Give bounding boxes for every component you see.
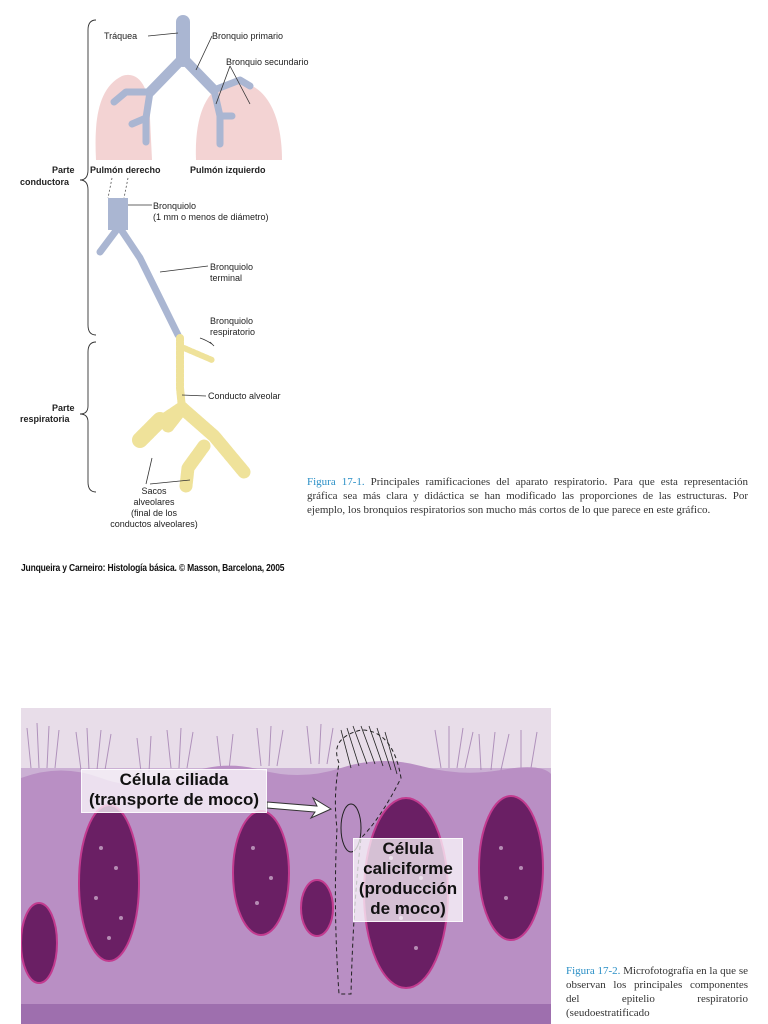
conductora-brace xyxy=(80,20,96,335)
label-caliciforme-line2: caliciforme xyxy=(354,859,462,879)
figure-17-2-number: Figura 17-2. xyxy=(566,965,620,977)
label-conducto-alveolar: Conducto alveolar xyxy=(208,391,281,402)
figure-17-2-caption: Figura 17-2. Microfotografía en la que s… xyxy=(566,964,748,1020)
label-pulmon-izquierdo: Pulmón izquierdo xyxy=(190,165,266,176)
figure-17-1-caption: Figura 17-1. Principales ramificaciones … xyxy=(307,475,748,517)
figure-17-1-number: Figura 17-1. xyxy=(307,476,365,488)
label-bronquiolo-respiratorio-1: Bronquiolo xyxy=(210,316,253,327)
label-parte-conductora-2: conductora xyxy=(20,177,69,188)
label-traquea: Tráquea xyxy=(104,31,137,42)
label-bronquiolo: Bronquiolo xyxy=(153,201,196,212)
label-celula-ciliada: Célula ciliada (transporte de moco) xyxy=(81,769,267,813)
label-caliciforme-line3: (producción xyxy=(354,879,462,899)
source-credit: Junqueira y Carneiro: Histología básica.… xyxy=(21,563,284,574)
figure-17-1-caption-text: Principales ramificaciones del aparato r… xyxy=(307,476,748,516)
respiratoria-brace xyxy=(80,342,96,492)
label-parte-respiratoria-1: Parte xyxy=(52,403,75,414)
left-lung-shape xyxy=(196,82,282,160)
micrograph-image xyxy=(21,708,551,1024)
label-sacos-4: conductos alveolares) xyxy=(88,519,220,530)
label-bronquio-secundario: Bronquio secundario xyxy=(226,57,309,68)
label-bronquiolo-respiratorio-2: respiratorio xyxy=(210,327,255,338)
respiratory-part xyxy=(140,338,244,486)
label-pulmon-derecho: Pulmón derecho xyxy=(90,165,161,176)
label-celula-caliciforme: Célula caliciforme (producción de moco) xyxy=(353,838,463,922)
label-parte-respiratoria-2: respiratoria xyxy=(20,414,70,425)
micrograph: Célula ciliada (transporte de moco) Célu… xyxy=(21,708,551,1024)
label-bronquiolo-diametro: (1 mm o menos de diámetro) xyxy=(153,212,269,223)
label-sacos-3: (final de los xyxy=(88,508,220,519)
label-bronquiolo-terminal-2: terminal xyxy=(210,273,242,284)
label-sacos-2: alveolares xyxy=(88,497,220,508)
label-caliciforme-line4: de moco) xyxy=(354,899,462,919)
label-celula-ciliada-line1: Célula ciliada xyxy=(82,770,266,790)
label-caliciforme-line1: Célula xyxy=(354,839,462,859)
label-parte-conductora-1: Parte xyxy=(52,165,75,176)
label-sacos-1: Sacos xyxy=(88,486,220,497)
label-celula-ciliada-line2: (transporte de moco) xyxy=(82,790,266,810)
label-bronquiolo-terminal-1: Bronquiolo xyxy=(210,262,253,273)
label-bronquio-primario: Bronquio primario xyxy=(212,31,283,42)
